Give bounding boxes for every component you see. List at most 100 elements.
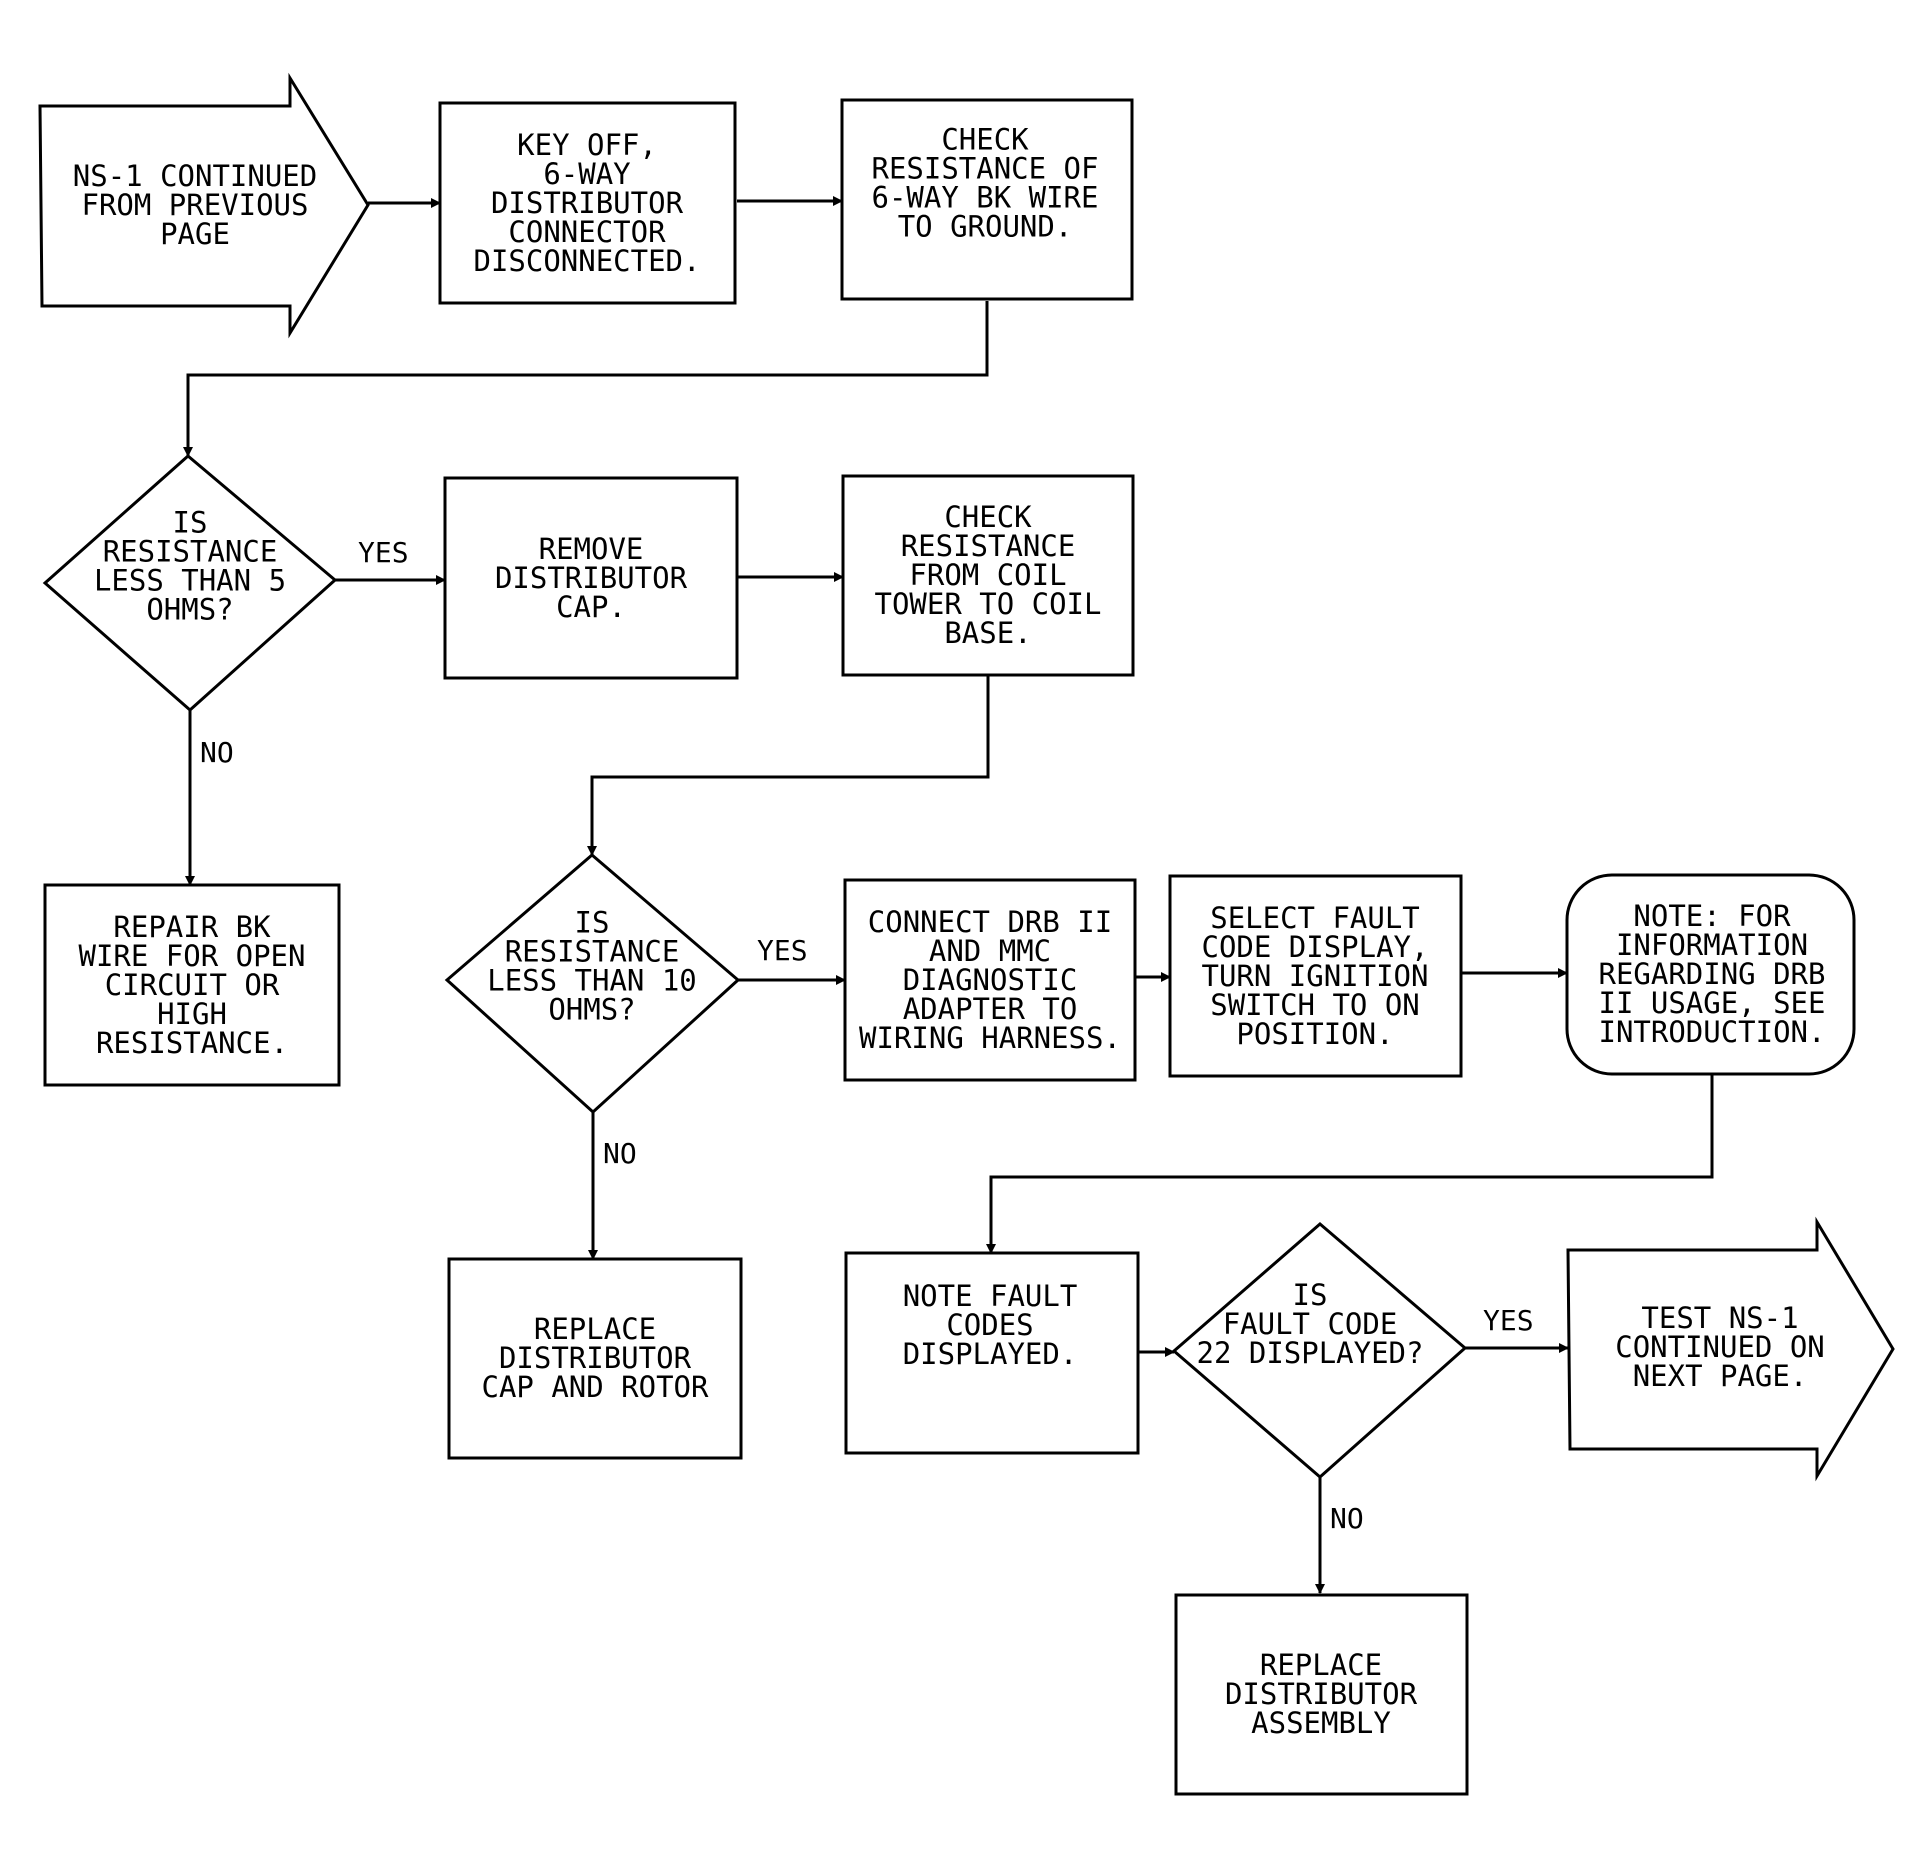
text-line: FROM PREVIOUS <box>82 188 309 222</box>
text-line: CAP AND ROTOR <box>482 1370 710 1404</box>
text-line: TURN IGNITION <box>1202 959 1429 993</box>
checkcoil-box <box>841 474 1135 677</box>
text-line: 6-WAY BK WIRE <box>872 181 1099 215</box>
dec2-no-label: NO <box>603 1137 637 1170</box>
text-line: RESISTANCE OF <box>872 152 1099 186</box>
text-line: LESS THAN 10 <box>487 964 697 998</box>
text-line: SELECT FAULT <box>1210 901 1420 935</box>
dec1-diamond <box>42 454 338 713</box>
dec2-yes-label: YES <box>757 934 808 967</box>
text-line: CONNECTOR <box>508 215 666 249</box>
text-line: REGARDING DRB <box>1599 957 1826 991</box>
replacedist-box <box>1174 1593 1469 1796</box>
notefault-box <box>844 1251 1140 1455</box>
text-line: DISTRIBUTOR <box>495 561 688 595</box>
text-line: FAULT CODE <box>1223 1307 1398 1341</box>
text-line: DIAGNOSTIC <box>903 963 1078 997</box>
text-line: CAP. <box>556 590 626 624</box>
text-line: RESISTANCE <box>505 935 680 969</box>
connector-note-to-notefault <box>986 1075 1714 1254</box>
text-line: TOWER TO COIL <box>875 587 1102 621</box>
text-line: WIRE FOR OPEN <box>79 939 306 973</box>
text-line: REPLACE <box>534 1312 656 1346</box>
text-line: POSITION. <box>1236 1017 1393 1051</box>
text-line: 22 DISPLAYED? <box>1197 1336 1424 1370</box>
text-line: AND MMC <box>929 934 1051 968</box>
text-line: TO GROUND. <box>898 210 1073 244</box>
text-line: FROM COIL <box>909 558 1066 592</box>
text-line: REPAIR BK <box>113 910 271 944</box>
text-line: REPLACE <box>1260 1648 1382 1682</box>
keyoff-box <box>438 101 737 305</box>
text-line: RESISTANCE. <box>96 1026 288 1060</box>
text-line: TEST NS-1 <box>1641 1301 1798 1335</box>
text-line: IS <box>1293 1278 1328 1312</box>
text-line: II USAGE, SEE <box>1599 986 1826 1020</box>
connector-checkbk-to-dec1 <box>183 301 989 457</box>
text-line: CIRCUIT OR <box>105 968 280 1002</box>
text-line: REMOVE <box>539 532 644 566</box>
text-line: DISTRIBUTOR <box>499 1341 692 1375</box>
text-line: IS <box>575 906 610 940</box>
dec2-diamond <box>444 853 741 1115</box>
selectfault-box <box>1168 874 1463 1078</box>
dec1-no-label: NO <box>200 736 234 769</box>
text-line: CONNECT DRB II <box>868 905 1112 939</box>
text-line: INFORMATION <box>1616 928 1808 962</box>
removecap-box <box>443 476 739 680</box>
text-line: DISTRIBUTOR <box>1225 1677 1418 1711</box>
text-line: RESISTANCE <box>901 529 1076 563</box>
text-line: PAGE <box>160 217 230 251</box>
text-line: NS-1 CONTINUED <box>73 159 317 193</box>
text-line: KEY OFF, <box>517 128 657 162</box>
text-line: NEXT PAGE. <box>1633 1359 1808 1393</box>
text-line: OHMS? <box>146 593 233 627</box>
checkbk-box <box>840 98 1134 301</box>
text-line: RESISTANCE <box>103 535 278 569</box>
repairbk-box <box>43 883 341 1087</box>
note-rounded-box <box>1565 873 1856 1076</box>
start-arrow-shape <box>38 72 370 339</box>
dec1-yes-label: YES <box>358 536 409 569</box>
replacecap-box <box>447 1257 743 1460</box>
connector-checkcoil-to-dec2 <box>587 676 990 856</box>
text-line: NOTE: FOR <box>1633 899 1791 933</box>
text-line: BASE. <box>944 616 1031 650</box>
end-arrow-shape <box>1566 1216 1895 1482</box>
text-line: OHMS? <box>548 993 635 1027</box>
text-line: SWITCH TO ON <box>1210 988 1420 1022</box>
dec3-no-label: NO <box>1330 1502 1364 1535</box>
connectdrb-box <box>843 878 1137 1082</box>
dec3-diamond <box>1171 1222 1468 1479</box>
text-line: CHECK <box>941 123 1029 157</box>
text-line: DISTRIBUTOR <box>491 186 684 220</box>
text-line: IS <box>173 506 208 540</box>
text-line: ADAPTER TO <box>903 992 1078 1026</box>
text-line: LESS THAN 5 <box>94 564 286 598</box>
text-line: DISCONNECTED. <box>474 244 701 278</box>
text-line: 6-WAY <box>543 157 630 191</box>
text-line: CONTINUED ON <box>1615 1330 1825 1364</box>
text-line: NOTE FAULT <box>903 1279 1078 1313</box>
dec3-yes-label: YES <box>1483 1304 1534 1337</box>
text-line: ASSEMBLY <box>1251 1706 1391 1740</box>
text-line: CODE DISPLAY, <box>1202 930 1429 964</box>
text-line: CODES <box>946 1308 1033 1342</box>
